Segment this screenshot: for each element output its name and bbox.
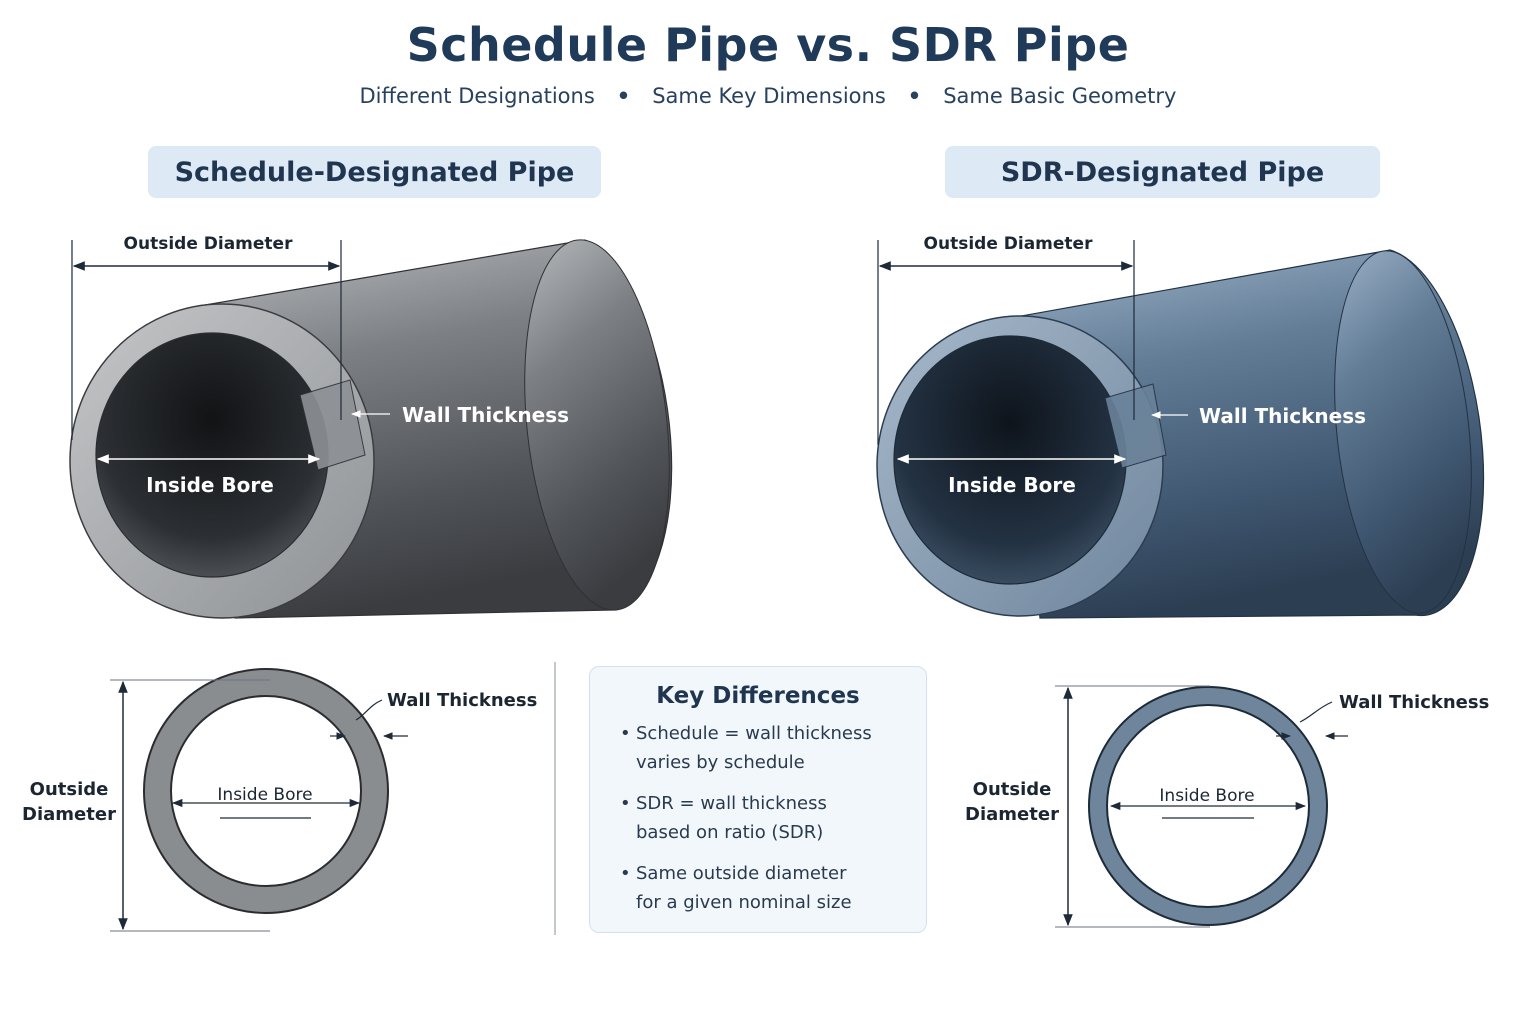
- key-differences-title: Key Differences: [656, 683, 860, 709]
- sdr-pipe-header: SDR-Designated Pipe: [945, 146, 1380, 198]
- od-label-line-1: Outside: [30, 779, 109, 800]
- od-label-line-2: Diameter: [22, 804, 116, 825]
- list-item: SDR = wall thickness based on ratio (SDR): [620, 789, 886, 847]
- bullet-icon: •: [616, 84, 631, 108]
- bore-label: Inside Bore: [146, 473, 274, 497]
- wall-thickness-label: Wall Thickness: [402, 403, 569, 427]
- wall-leader: [1299, 701, 1333, 723]
- subtitle-item: Same Basic Geometry: [943, 84, 1177, 108]
- od-label-line-1: Outside: [973, 779, 1052, 800]
- key-differences-list: Schedule = wall thickness varies by sched…: [590, 719, 926, 917]
- section-wall-label: Wall Thickness: [1339, 692, 1489, 713]
- section-wall-label: Wall Thickness: [387, 690, 537, 711]
- list-item: Same outside diameter for a given nominal…: [620, 859, 886, 917]
- od-label: Outside Diameter: [124, 234, 294, 254]
- bore-label: Inside Bore: [1159, 786, 1254, 806]
- sdr-pipe-3d: [876, 249, 1485, 619]
- list-item-line: based on ratio (SDR): [636, 822, 824, 843]
- subtitle-item: Different Designations: [359, 84, 595, 108]
- od-label: Outside Diameter: [924, 234, 1094, 254]
- key-differences-box: Key Differences Schedule = wall thicknes…: [589, 666, 927, 933]
- schedule-pipe-3d: [69, 239, 673, 619]
- list-item-line: varies by schedule: [636, 752, 805, 773]
- od-label-line-2: Diameter: [965, 804, 1059, 825]
- list-item: Schedule = wall thickness varies by sched…: [620, 719, 886, 777]
- page-title: Schedule Pipe vs. SDR Pipe: [406, 18, 1130, 72]
- list-item-line: Same outside diameter: [636, 863, 847, 884]
- list-item-line: Schedule = wall thickness: [636, 723, 872, 744]
- wall-thickness-label: Wall Thickness: [1199, 404, 1366, 428]
- bore-label: Inside Bore: [948, 473, 1076, 497]
- bullet-icon: •: [907, 84, 922, 108]
- list-item-line: SDR = wall thickness: [636, 793, 827, 814]
- subtitle-item: Same Key Dimensions: [652, 84, 886, 108]
- schedule-pipe-header: Schedule-Designated Pipe: [148, 146, 601, 198]
- list-item-line: for a given nominal size: [636, 892, 852, 913]
- page-subtitle: Different Designations • Same Key Dimensio…: [0, 84, 1536, 108]
- bore-label: Inside Bore: [217, 785, 312, 805]
- schedule-cross-section: [143, 668, 389, 914]
- wall-leader: [355, 699, 383, 721]
